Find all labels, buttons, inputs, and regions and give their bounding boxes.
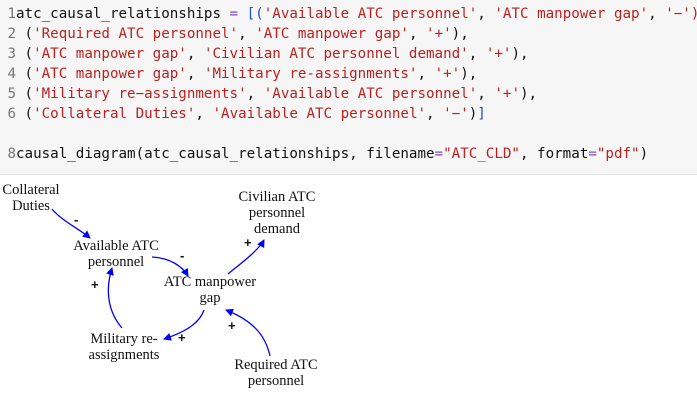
code-token: , [477,6,495,22]
code-token: '+' [426,26,452,42]
code-token: ), [451,26,469,42]
edge-gap-to-civilian [227,239,265,275]
code-token: , [238,26,256,42]
sign-collateral-available: - [74,212,79,227]
code-token: 'ATC manpower gap' [33,46,187,62]
code-line[interactable]: 1atc_causal_relationships = [('Available… [0,4,697,24]
line-number: 3 [7,46,16,62]
code-token: 'Military re−assignments' [33,86,247,102]
code-token: , format [519,146,589,162]
node-atc-manpower-gap: ATC manpower gap [163,274,257,306]
edge-military-to-available [106,267,123,329]
code-token: , [417,66,435,82]
node-civilian-atc-personnel-demand: Civilian ATC personnel demand [238,189,316,237]
code-token: , [648,6,666,22]
edge-required-to-gap [225,308,271,357]
code-token: ), [511,46,529,62]
code-token: "ATC_CLD" [443,146,520,162]
code-token [238,6,247,22]
causal-loop-diagram: Collateral Duties Available ATC personne… [0,176,697,417]
code-token: '−' [443,106,469,122]
code-token: 'Available ATC personnel' [263,6,478,22]
code-token: 'Collateral Duties' [33,106,196,122]
edge-gap-to-military [163,309,205,341]
code-line[interactable]: 4 ('ATC manpower gap', 'Military re-assi… [0,64,477,84]
code-token: , [477,86,495,102]
edge-collateral-to-available [51,208,91,239]
code-line[interactable]: 8causal_diagram(atc_causal_relationships… [0,144,648,164]
code-token: ( [16,26,34,42]
code-token: '+' [434,66,461,82]
code-token: 'ATC manpower gap' [255,26,409,42]
code-token: ( [16,106,34,122]
code-token: ) [639,146,649,162]
edge-available-to-gap [151,256,189,277]
node-military-reassignments: Military re- assignments [88,331,160,363]
code-token: ( [16,46,34,62]
code-token: "pdf" [596,146,640,162]
node-available-atc-personnel: Available ATC personnel [73,238,159,270]
code-token: 'Required ATC personnel' [33,26,239,42]
code-token: , [246,86,264,102]
code-token: , [408,26,427,42]
node-collateral-duties: Collateral Duties [2,182,60,214]
code-token: 'ATC manpower gap' [494,6,649,22]
code-token: , [186,66,204,82]
sign-military-available: + [91,277,99,292]
code-token: ), [520,86,538,102]
line-number: 8 [7,146,16,162]
code-token: , [468,46,486,62]
line-number: 5 [7,86,16,102]
code-token: '+' [485,46,512,62]
code-token: ( [16,86,34,102]
node-required-atc-personnel: Required ATC personnel [234,357,318,389]
code-token: '−') [665,6,697,22]
code-token: ) [468,106,478,122]
code-token: 'ATC manpower gap' [33,66,187,82]
code-line[interactable]: 3 ('ATC manpower gap', 'Civilian ATC per… [0,44,529,64]
code-token: atc_causal_relationships [16,6,230,22]
code-cell[interactable]: 1atc_causal_relationships = [('Available… [0,0,697,175]
code-token: = [229,6,239,22]
code-line[interactable] [0,124,16,144]
code-token: 'Available ATC personnel' [212,106,427,122]
code-token: 'Military re-assignments' [203,66,418,82]
code-token: causal_diagram(atc_causal_relationships,… [16,146,435,162]
sign-required-gap: + [228,318,236,333]
code-token: [( [246,6,264,22]
diagram-edges [51,208,271,357]
sign-available-gap: - [180,248,185,263]
line-number: 1 [7,6,16,22]
code-line[interactable]: 2 ('Required ATC personnel', 'ATC manpow… [0,24,469,44]
line-number: 2 [7,26,16,42]
sign-gap-civilian: + [244,235,252,250]
code-token: ( [16,66,34,82]
code-line[interactable]: 5 ('Military re−assignments', 'Available… [0,84,537,104]
line-number: 4 [7,66,16,82]
line-number: 6 [7,106,16,122]
code-token: 'Civilian ATC personnel demand' [203,46,469,62]
code-token: = [588,146,597,162]
code-token: , [195,106,213,122]
code-token: = [434,146,444,162]
code-line[interactable]: 6 ('Collateral Duties', 'Available ATC p… [0,104,486,124]
code-token: 'Available ATC personnel' [263,86,478,102]
code-token: , [186,46,204,62]
code-token: '+' [494,86,520,102]
code-token: , [426,106,444,122]
sign-gap-military: + [178,330,186,345]
code-token: ] [477,106,486,122]
code-token: ), [460,66,478,82]
